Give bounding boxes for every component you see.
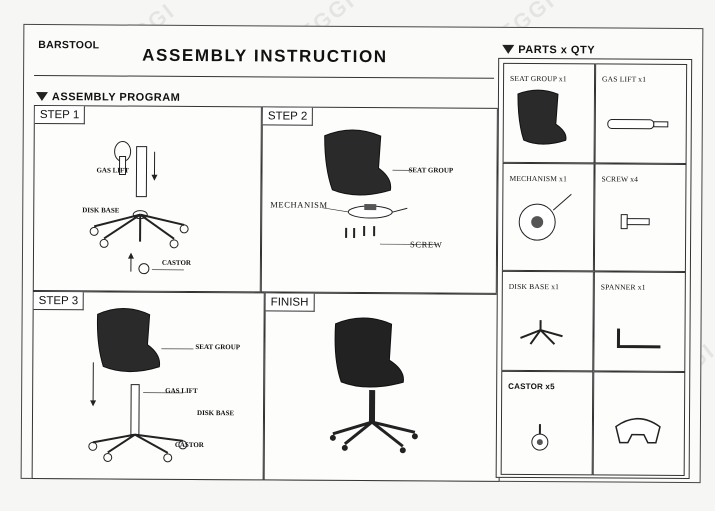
spanner-icon xyxy=(616,328,661,349)
gas-lift-callout: GAS LIFT xyxy=(165,386,198,395)
part-castor: CASTOR x5 xyxy=(500,370,594,476)
part-gas-lift: GAS LIFT x1 xyxy=(594,63,688,164)
part-disk-base: DISK BASE x1 xyxy=(501,270,594,372)
step-3-panel: STEP 3 SEAT GROUP GAS LIFT DISK BASE CAS… xyxy=(31,290,265,481)
part-seat-group: SEAT GROUP x1 xyxy=(502,62,596,164)
castor-icon xyxy=(531,424,549,451)
product-name: BARSTOOL xyxy=(38,39,100,52)
step-1-panel: STEP 1 GAS LIFT DISK BASE xyxy=(32,104,262,293)
assembly-program-label: ASSEMBLY PROGRAM xyxy=(51,91,181,104)
seat-group-icon xyxy=(517,89,567,145)
finish-panel: FINISH xyxy=(263,292,501,482)
part-screw: SCREW x4 xyxy=(593,163,687,272)
step-2-panel: STEP 2 SEAT GROUP MECHANISM SCREW xyxy=(260,106,498,294)
disk-base-callout: DISK BASE xyxy=(196,408,235,418)
step-1-illustration xyxy=(89,141,189,275)
gas-lift-callout: GAS LIFT xyxy=(96,166,130,175)
parts-label: PARTS x QTY xyxy=(518,43,596,57)
page-title: ASSEMBLY INSTRUCTION xyxy=(142,45,388,67)
disk-base-callout: DISK BASE xyxy=(82,206,120,215)
gas-lift-icon xyxy=(607,119,669,130)
step-2-illustration xyxy=(322,129,438,245)
mechanism-callout: MECHANISM xyxy=(270,199,328,210)
castor-callout: CASTOR xyxy=(161,258,192,267)
seat-group-callout: SEAT GROUP xyxy=(195,342,241,352)
assembly-program-heading: ASSEMBLY PROGRAM xyxy=(35,91,181,104)
instruction-sheet: BARSTOOL ASSEMBLY INSTRUCTION ASSEMBLY P… xyxy=(20,23,704,484)
seat-group-callout: SEAT GROUP xyxy=(408,166,454,175)
parts-panel: SEAT GROUP x1 GAS LIFT x1 MECHANISM x1 S… xyxy=(495,57,693,480)
screw-callout: SCREW xyxy=(410,239,443,250)
part-mechanism: MECHANISM x1 xyxy=(501,162,595,272)
screw-icon xyxy=(620,214,650,230)
triangle-down-icon xyxy=(35,92,48,102)
finish-illustration xyxy=(329,317,418,454)
triangle-down-icon xyxy=(502,44,515,54)
bracket-icon xyxy=(615,417,661,444)
parts-heading: PARTS x QTY xyxy=(502,43,596,57)
part-seat-bracket xyxy=(592,371,686,476)
disk-base-icon xyxy=(520,320,563,345)
castor-callout: CASTOR xyxy=(174,440,204,450)
mechanism-icon xyxy=(518,193,572,241)
step-3-illustration xyxy=(88,308,194,463)
header-divider xyxy=(34,74,495,79)
part-spanner: SPANNER x1 xyxy=(593,271,686,372)
